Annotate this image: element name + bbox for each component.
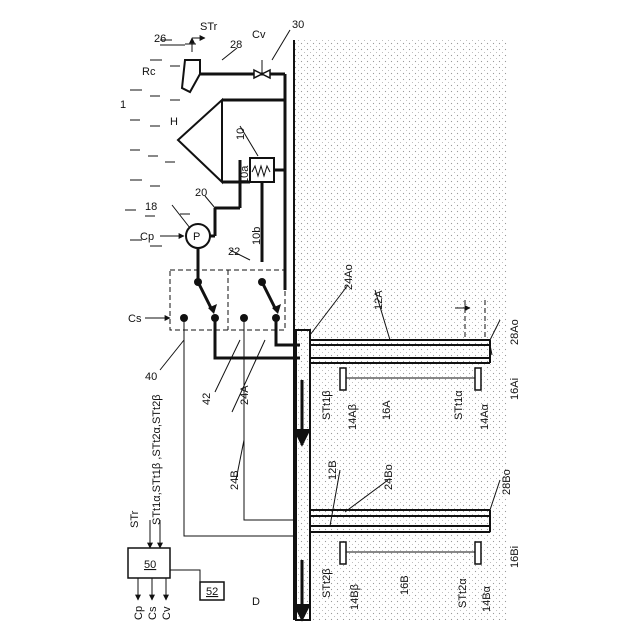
label-STt2a: STt2α — [457, 578, 469, 608]
label-16Ai: 16Ai — [509, 378, 521, 400]
label-14Ab: 14Aβ — [347, 404, 359, 430]
label-out-Cs: Cs — [147, 606, 159, 620]
label-Cv-top: Cv — [252, 29, 266, 41]
label-26: 26 — [154, 33, 166, 45]
label-24A: 24A — [239, 385, 251, 405]
component-26 — [182, 60, 200, 92]
label-40: 40 — [145, 371, 157, 383]
label-ctl-STr: STr — [129, 510, 141, 528]
label-22: 22 — [228, 246, 240, 258]
label-14Bb: 14Bβ — [349, 584, 361, 610]
label-STt1b: STt1β — [321, 390, 333, 420]
label-out-Cv: Cv — [161, 606, 173, 620]
label-14Ba: 14Bα — [481, 585, 493, 612]
label-28Ao: 28Ao — [509, 319, 521, 345]
label-16A: 16A — [381, 400, 393, 420]
label-Cp-left: Cp — [140, 231, 154, 243]
label-12B: 12B — [327, 460, 339, 480]
label-ctl-inputs: STt1α,STt1β ,STt2α,STt2β — [151, 394, 163, 525]
heat-pump-H — [178, 100, 222, 182]
label-14Aa: 14Aα — [479, 403, 491, 430]
label-24Bo: 24Bo — [383, 464, 395, 490]
label-10a: 10a — [239, 165, 251, 184]
label-30: 30 — [292, 19, 304, 31]
label-52: 52 — [206, 586, 218, 598]
label-D: D — [252, 596, 260, 608]
label-50: 50 — [144, 559, 156, 571]
label-STt2b: STt2β — [321, 568, 333, 598]
label-12A: 12A — [373, 290, 385, 310]
label-42: 42 — [201, 393, 213, 405]
label-fig-1: 1 — [120, 99, 126, 111]
switch-valves — [180, 278, 281, 322]
label-STr-top: STr — [200, 21, 218, 33]
label-16Bi: 16Bi — [509, 546, 521, 568]
label-10: 10 — [235, 128, 247, 140]
label-H: H — [170, 116, 178, 128]
label-STt1a: STt1α — [453, 390, 465, 420]
label-20: 20 — [195, 187, 207, 199]
label-24B: 24B — [229, 470, 241, 490]
label-28Bo: 28Bo — [501, 469, 513, 495]
label-Cs-left: Cs — [128, 313, 142, 325]
label-10b: 10b — [251, 227, 263, 245]
label-24Ao: 24Ao — [343, 264, 355, 290]
label-out-Cp: Cp — [133, 606, 145, 620]
label-28: 28 — [230, 39, 242, 51]
label-16B: 16B — [399, 575, 411, 595]
label-Rc: Rc — [142, 66, 156, 78]
label-pump-P: P — [193, 231, 200, 243]
label-18: 18 — [145, 201, 157, 213]
